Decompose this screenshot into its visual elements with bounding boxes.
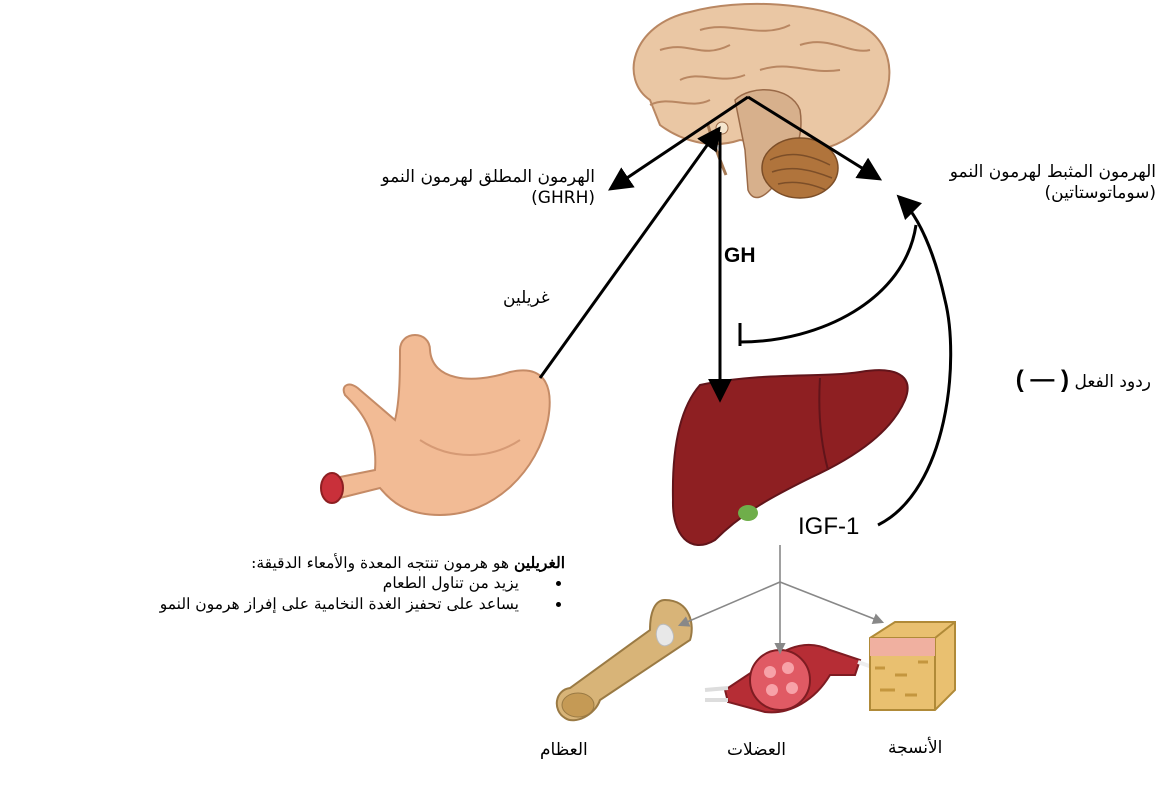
bone-label: العظام [540,740,588,761]
muscle-illustration [705,645,875,713]
negative-feedback-symbol: ( — ) [1016,366,1069,393]
ghrelin-note-list: يزيد من تناول الطعام يساعد على تحفيز الغ… [5,573,565,614]
feedback-label: ردود الفعل ( — ) [1016,365,1151,395]
igf1-feedback-arrow [878,198,951,525]
brain-illustration [634,4,890,198]
bone-illustration [557,600,692,720]
ghrelin-note-title: الغريلين [514,553,565,572]
ghrh-label: الهرمون المطلق لهرمون النمو (GHRH) [381,167,595,210]
ghrelin-note-heading: الغريلين هو هرمون تنتجه المعدة والأمعاء … [5,553,565,573]
stomach-illustration [321,335,550,515]
inhibition-curve [740,225,916,342]
list-item: يساعد على تحفيز الغدة النخامية على إفراز… [5,594,545,614]
ghrelin-note: الغريلين هو هرمون تنتجه المعدة والأمعاء … [5,553,565,614]
feedback-label-text: ردود الفعل [1074,372,1151,392]
ghrelin-note-text: هو هرمون تنتجه المعدة والأمعاء الدقيقة: [251,554,514,572]
target-arrows [680,545,882,652]
tissue-illustration [870,622,955,710]
gh-label: GH [724,243,756,269]
list-item: يزيد من تناول الطعام [5,573,545,593]
ghih-label-name: الهرمون المثبط لهرمون النمو [950,162,1156,183]
ghih-label-alt: (سوماتوستاتين) [950,183,1156,204]
ghih-label: الهرمون المثبط لهرمون النمو (سوماتوستاتي… [950,162,1156,205]
muscle-label: العضلات [727,740,786,761]
tissue-label: الأنسجة [888,738,942,759]
ghrh-label-name: الهرمون المطلق لهرمون النمو [381,167,595,188]
ghrelin-label: غريلين [503,288,550,309]
ghrh-label-abbr: (GHRH) [381,188,595,209]
liver-illustration [673,370,908,545]
igf1-label: IGF-1 [798,512,859,542]
